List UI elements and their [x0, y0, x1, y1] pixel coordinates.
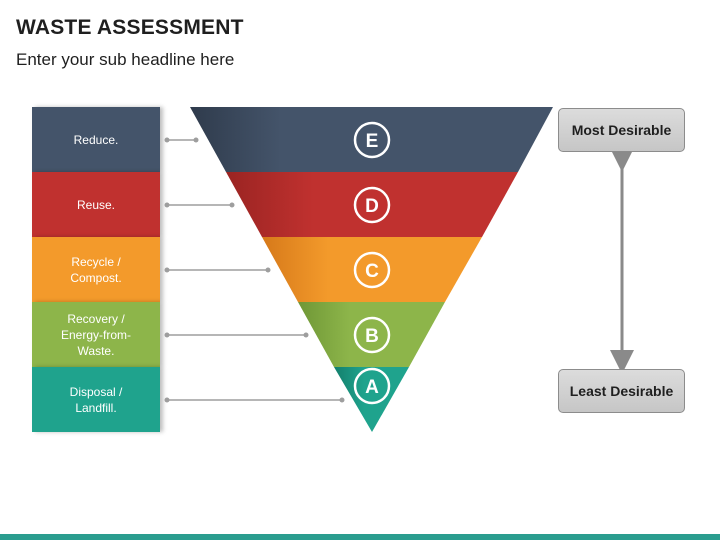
- badge-letter: A: [365, 377, 379, 398]
- badge-letter: B: [365, 326, 379, 347]
- most-desirable-label: Most Desirable: [558, 108, 685, 152]
- badge-a: A: [353, 367, 391, 405]
- level-label-disposal: Disposal / Landfill.: [32, 367, 160, 432]
- connector-e: [164, 137, 199, 143]
- badge-b: B: [353, 316, 391, 354]
- funnel-band-d: [226, 172, 518, 237]
- level-label-text: Recycle / Compost.: [70, 254, 122, 285]
- funnel-band-a: [334, 367, 409, 432]
- level-label-reuse: Reuse.: [32, 172, 160, 237]
- connector-b: [164, 332, 309, 338]
- page-subtitle: Enter your sub headline here: [16, 50, 235, 69]
- badge-letter: E: [366, 131, 379, 152]
- connector-d: [164, 202, 235, 208]
- badge-c: C: [353, 251, 391, 289]
- level-label-reduce: Reduce.: [32, 107, 160, 172]
- page-title: WASTE ASSESSMENT: [16, 16, 244, 39]
- level-label-text: Recovery / Energy-from- Waste.: [60, 311, 131, 358]
- level-label-text: Reuse.: [76, 197, 116, 212]
- level-label-text: Disposal / Landfill.: [69, 384, 123, 415]
- connector-a: [164, 397, 345, 403]
- least-desirable-label: Least Desirable: [558, 369, 685, 413]
- badge-letter: C: [365, 261, 379, 282]
- funnel-band-c: [262, 237, 482, 302]
- badge-letter: D: [365, 196, 379, 217]
- funnel-band-b: [298, 302, 445, 367]
- level-label-text: Reduce.: [73, 132, 119, 147]
- connector-c: [164, 267, 271, 273]
- level-label-recycle: Recycle / Compost.: [32, 237, 160, 302]
- level-label-recovery: Recovery / Energy-from- Waste.: [32, 302, 160, 367]
- funnel-band-e: [190, 107, 553, 172]
- badge-d: D: [353, 186, 391, 224]
- bottom-accent-bar: [0, 534, 720, 540]
- badge-e: E: [353, 121, 391, 159]
